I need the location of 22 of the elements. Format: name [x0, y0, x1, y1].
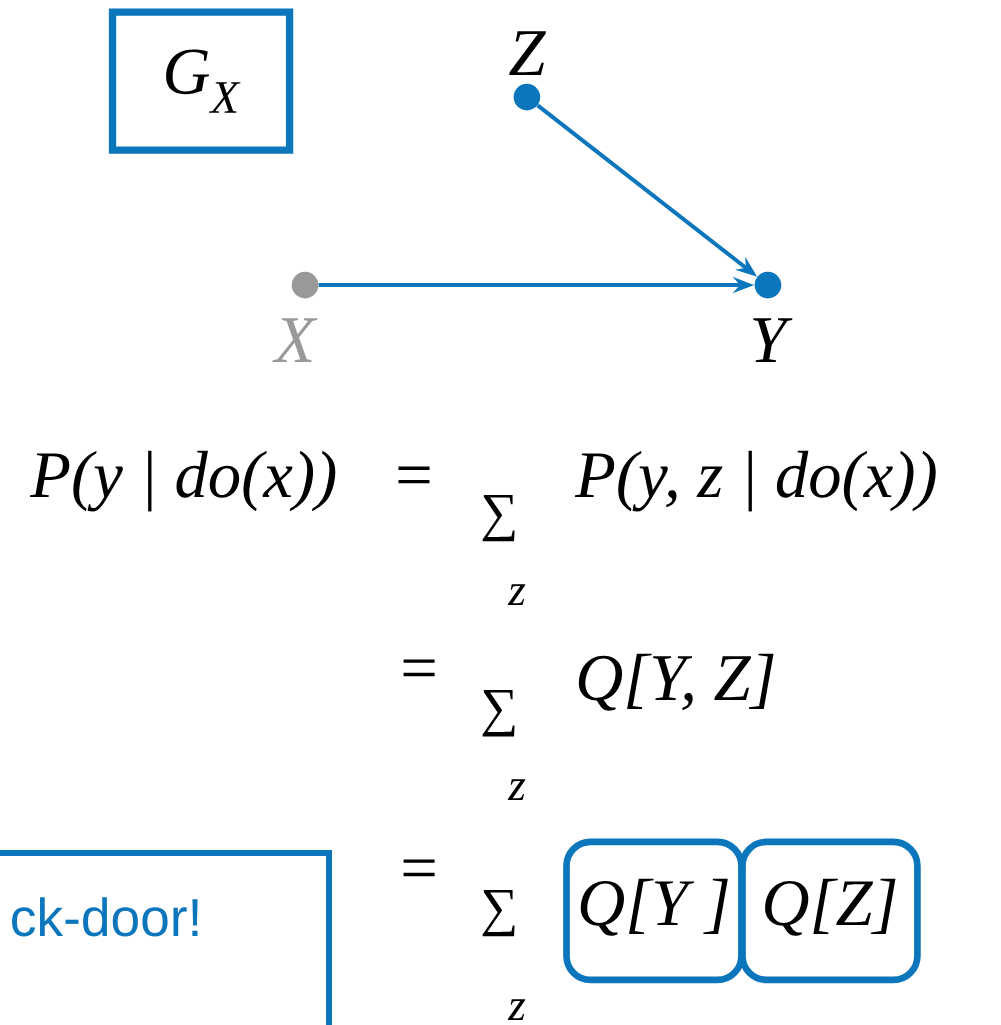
- equation-term: Q[Y, Z]: [578, 653, 774, 711]
- equation-term: P(y, z | do(x)): [574, 450, 936, 512]
- subscript: z: [507, 779, 526, 800]
- node-label: Z: [509, 31, 546, 75]
- factor-box: Q[Y ]: [563, 838, 745, 984]
- equals-sign: =: [403, 859, 435, 877]
- graph-title-box: G$_{X}$: [108, 8, 294, 154]
- sum-sign: ∑: [482, 890, 515, 937]
- variable-node: X: [272, 271, 319, 362]
- equals-sign: =: [398, 466, 430, 484]
- variable-node: Y: [753, 271, 793, 362]
- subscript: z: [507, 999, 526, 1020]
- factor-box: Q[Z]: [739, 838, 921, 984]
- variable-node: Z: [509, 31, 546, 111]
- equation-term: P(y | do(x)): [29, 450, 336, 512]
- sum-sign: ∑: [482, 690, 515, 737]
- node-label: Y: [753, 318, 793, 362]
- subscript: z: [507, 584, 526, 606]
- sum-sign: ∑: [482, 495, 515, 542]
- node-label: X: [272, 318, 318, 362]
- equals-sign: =: [403, 659, 435, 677]
- callout-box: ck-door!: [0, 849, 332, 1025]
